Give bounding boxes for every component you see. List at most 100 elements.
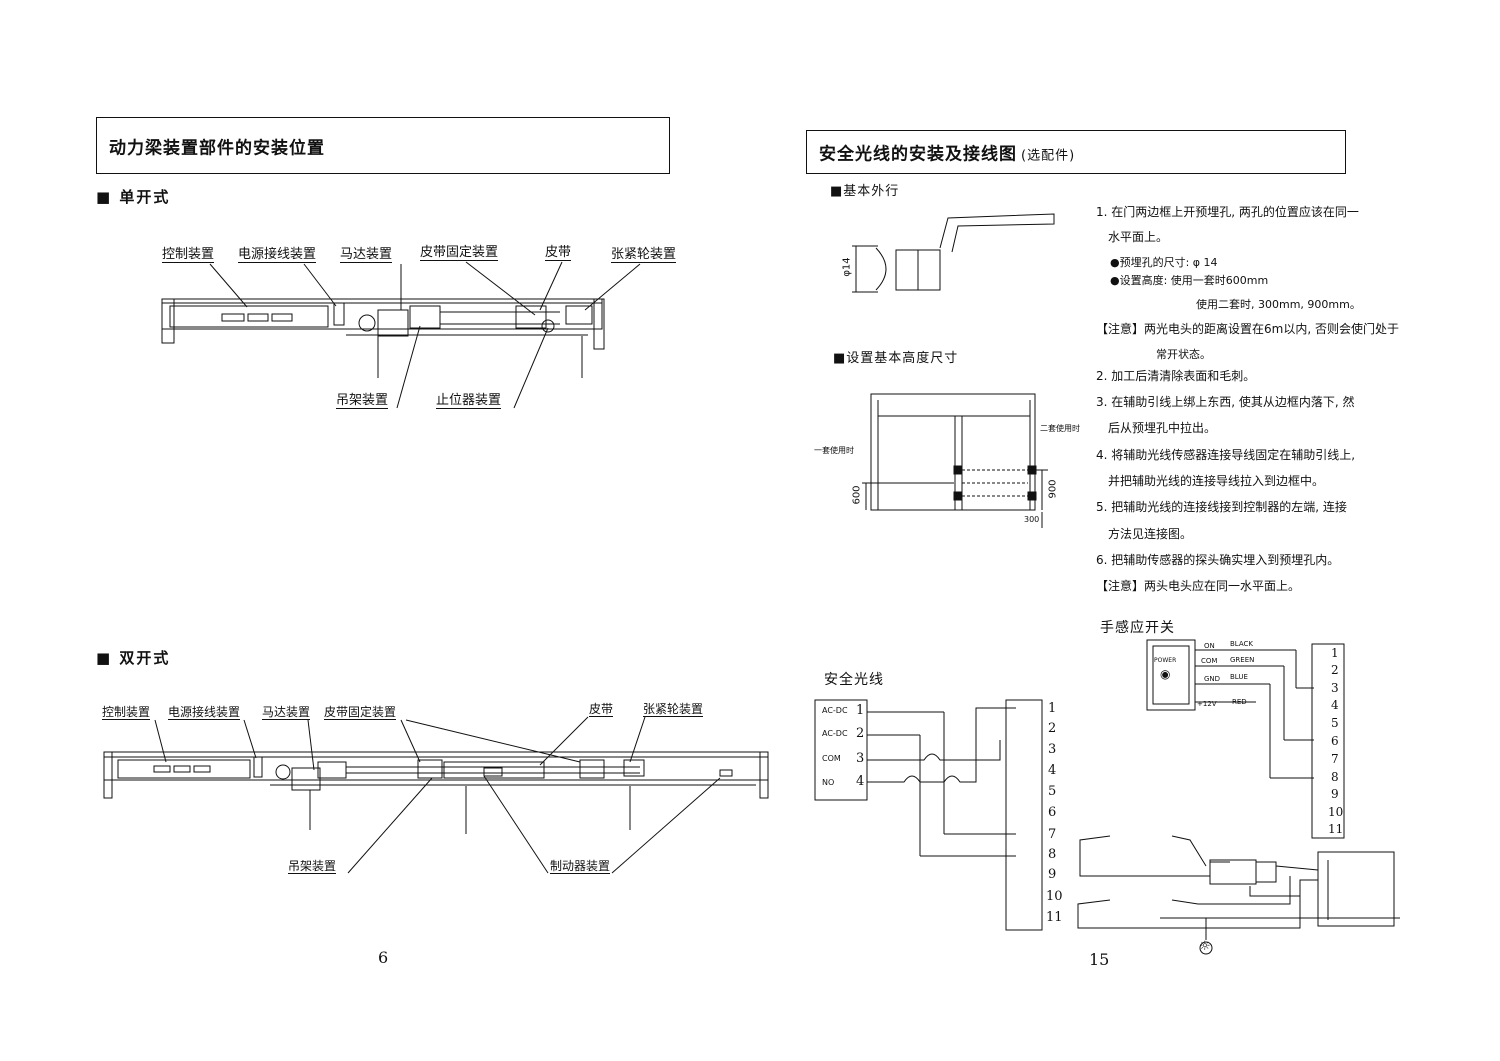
label-belt-fixing-2: 皮带固定装置 (324, 705, 397, 720)
switch-terminal-9: 9 (1331, 787, 1339, 801)
double-open-leader-lines (154, 716, 721, 874)
wire-pin-on: ON (1204, 642, 1215, 650)
instr-line-2: 水平面上。 (1108, 230, 1169, 244)
controller-board-diagram (1077, 835, 1400, 955)
switch-terminal-1: 1 (1331, 646, 1339, 660)
left-page-number: 6 (378, 948, 389, 967)
beam-term-num-3: 3 (856, 751, 865, 766)
instr-line-13: 5. 把辅助光线的连接线接到控制器的左端, 连接 (1096, 500, 1347, 514)
beam-term-num-2: 2 (856, 726, 865, 741)
switch-terminal-3: 3 (1331, 681, 1339, 695)
diameter-label: φ14 (841, 257, 853, 277)
switch-terminal-8: 8 (1331, 770, 1339, 784)
one-set-label: 一套使用时 (814, 446, 854, 455)
single-open-beam-diagram (161, 298, 605, 378)
hand-switch-power-label: POWER (1154, 657, 1177, 664)
switch-terminal-11: 11 (1328, 822, 1344, 836)
instr-line-7: 常开状态。 (1156, 348, 1211, 361)
terminal-9: 9 (1048, 867, 1057, 882)
label-hanger: 吊架装置 (336, 393, 389, 409)
label-motor: 马达装置 (340, 247, 393, 263)
switch-terminal-7: 7 (1331, 752, 1339, 766)
instr-line-11: 4. 将辅助光线传感器连接导线固定在辅助引线上, (1096, 448, 1356, 462)
double-open-heading: ■ 双开式 (96, 649, 171, 667)
label-control-device: 控制装置 (162, 247, 215, 263)
instr-line-14: 方法见连接图。 (1108, 527, 1193, 541)
right-page-number: 15 (1089, 950, 1110, 969)
label-belt-2: 皮带 (589, 702, 614, 717)
right-page-title: 安全光线的安装及接线图 (819, 144, 1017, 165)
wire-color-blue: BLUE (1230, 673, 1248, 681)
double-open-beam-diagram (103, 751, 769, 834)
label-motor-2: 马达装置 (262, 705, 311, 720)
right-title-box: 安全光线的安装及接线图(选配件) (806, 130, 1346, 174)
single-open-heading: ■ 单开式 (96, 188, 171, 206)
label-hanger-2: 吊架装置 (288, 859, 337, 874)
beam-term-num-4: 4 (856, 774, 865, 789)
switch-terminal-10: 10 (1328, 805, 1344, 819)
hand-sensor-switch-diagram (1146, 639, 1345, 839)
terminal-7: 7 (1048, 827, 1057, 842)
terminal-11: 11 (1046, 910, 1063, 925)
two-sets-label: 二套使用时 (1040, 424, 1080, 433)
instr-line-16: 【注意】两头电头应在同一水平面上。 (1096, 579, 1301, 593)
label-belt: 皮带 (545, 245, 572, 261)
left-page-title: 动力梁装置部件的安装位置 (109, 138, 325, 158)
terminal-8: 8 (1048, 847, 1057, 862)
instr-line-1: 1. 在门两边框上开预埋孔, 两孔的位置应该在同一 (1096, 205, 1359, 219)
wire-color-black: BLACK (1230, 640, 1254, 648)
label-control-device-2: 控制装置 (102, 705, 151, 720)
wifi-icon: ◉ (1160, 667, 1171, 681)
label-tension-wheel-2: 张紧轮装置 (643, 702, 704, 717)
label-power-wiring: 电源接线装置 (238, 247, 317, 263)
switch-terminal-4: 4 (1331, 698, 1339, 712)
wire-pin-com: COM (1201, 657, 1218, 665)
instr-line-12: 并把辅助光线的连接导线拉入到边框中。 (1108, 474, 1325, 488)
beam-term-label-3: COM (822, 754, 841, 763)
lamp-icon: ☼ (1199, 939, 1211, 954)
sensor-basic-shape (852, 213, 1055, 293)
switch-terminal-2: 2 (1331, 663, 1339, 677)
switch-terminal-6: 6 (1331, 734, 1339, 748)
terminal-3: 3 (1048, 742, 1057, 757)
wire-pin-gnd: GND (1204, 675, 1221, 683)
terminal-6: 6 (1048, 805, 1057, 820)
wire-color-green: GREEN (1230, 656, 1255, 664)
terminal-2: 2 (1048, 721, 1057, 736)
terminal-10: 10 (1046, 889, 1063, 904)
switch-terminal-5: 5 (1331, 716, 1339, 730)
dim-600: 600 (851, 485, 863, 505)
basic-shape-heading: ■基本外行 (830, 184, 900, 199)
dim-300: 300 (1024, 515, 1040, 524)
safety-beam-wiring (814, 699, 1043, 931)
terminal-1: 1 (1048, 701, 1057, 716)
instr-line-3: ●预埋孔的尺寸: φ 14 (1110, 256, 1218, 269)
terminal-5: 5 (1048, 784, 1057, 799)
wire-color-red: RED (1232, 698, 1247, 706)
single-open-leader-lines (209, 261, 641, 409)
terminal-4: 4 (1048, 763, 1057, 778)
instr-line-6: 【注意】两光电头的距离设置在6m以内, 否则会使门处于 (1096, 322, 1399, 336)
height-setting-diagram (862, 393, 1048, 528)
beam-term-num-1: 1 (856, 703, 865, 718)
beam-term-label-1: AC-DC (822, 706, 848, 715)
left-title-box: 动力梁装置部件的安装位置 (96, 117, 670, 174)
beam-term-label-4: NO (822, 778, 835, 787)
label-belt-fixing: 皮带固定装置 (420, 245, 499, 261)
instr-line-8: 2. 加工后清清除表面和毛刺。 (1096, 369, 1256, 383)
wire-pin-12v: +12V (1197, 700, 1217, 708)
label-tension-wheel: 张紧轮装置 (611, 247, 677, 263)
instr-line-15: 6. 把辅助传感器的探头确实埋入到预埋孔内。 (1096, 553, 1340, 567)
beam-term-label-2: AC-DC (822, 729, 848, 738)
height-heading: ■设置基本高度尺寸 (833, 351, 959, 366)
label-power-wiring-2: 电源接线装置 (168, 705, 241, 720)
label-stopper: 止位器装置 (436, 393, 502, 409)
instr-line-4: ●设置高度: 使用一套时600mm (1110, 274, 1269, 287)
dim-900: 900 (1047, 479, 1059, 499)
right-title-suffix: (选配件) (1021, 148, 1076, 164)
instr-line-9: 3. 在辅助引线上绑上东西, 使其从边框内落下, 然 (1096, 395, 1355, 409)
hand-switch-title: 手感应开关 (1100, 620, 1175, 636)
safety-beam-title: 安全光线 (824, 672, 884, 688)
label-brake-2: 制动器装置 (550, 859, 611, 874)
